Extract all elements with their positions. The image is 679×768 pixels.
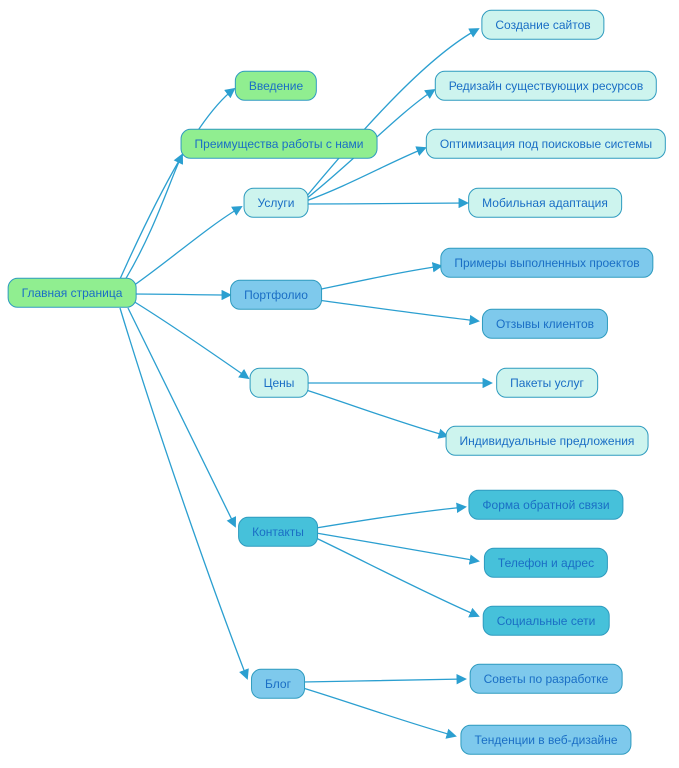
- edge-services-mobile: [305, 197, 469, 209]
- edge-portfolio-reviews: [316, 299, 480, 326]
- node-packages: Пакеты услуг: [496, 367, 598, 399]
- node-redesign: Редизайн существующих ресурсов: [434, 70, 658, 102]
- edge-contacts-phone: [315, 532, 480, 565]
- node-services: Услуги: [243, 187, 309, 219]
- edge-home-blog: [119, 307, 249, 680]
- node-home: Главная страница: [7, 277, 137, 309]
- node-portfolio: Портфолио: [230, 279, 322, 311]
- node-site-creation: Создание сайтов: [481, 9, 605, 41]
- node-dev-tips: Советы по разработке: [469, 663, 623, 695]
- node-reviews: Отзывы клиентов: [481, 308, 609, 340]
- node-contacts: Контакты: [238, 516, 318, 548]
- edge-services-site-creation: [305, 28, 480, 198]
- node-mobile: Мобильная адаптация: [468, 187, 622, 219]
- edge-prices-individual: [302, 388, 449, 439]
- node-examples: Примеры выполненных проектов: [440, 247, 654, 279]
- node-feedback-form: Форма обратной связи: [468, 489, 624, 521]
- node-trends: Тенденции в веб-дизайне: [460, 724, 632, 756]
- edge-home-portfolio: [132, 289, 232, 301]
- edge-services-seo: [305, 146, 427, 202]
- edge-home-benefits: [124, 153, 184, 281]
- edge-contacts-feedback-form: [315, 502, 467, 529]
- node-phone: Телефон и адрес: [483, 547, 609, 579]
- edge-portfolio-examples: [316, 262, 443, 291]
- node-prices: Цены: [249, 367, 309, 399]
- edge-home-services: [132, 206, 243, 287]
- node-individual: Индивидуальные предложения: [445, 425, 649, 457]
- edge-home-prices: [132, 300, 250, 380]
- edge-contacts-social: [315, 537, 480, 618]
- edge-home-contacts: [127, 307, 237, 528]
- node-blog: Блог: [251, 668, 305, 700]
- node-intro: Введение: [234, 70, 318, 102]
- edge-home-intro: [119, 87, 236, 280]
- node-social: Социальные сети: [482, 605, 610, 637]
- node-seo: Оптимизация под поисковые системы: [425, 128, 667, 160]
- node-benefits: Преимущества работы с нами: [180, 128, 378, 160]
- edge-blog-trends: [302, 687, 457, 739]
- edge-blog-dev-tips: [302, 673, 467, 685]
